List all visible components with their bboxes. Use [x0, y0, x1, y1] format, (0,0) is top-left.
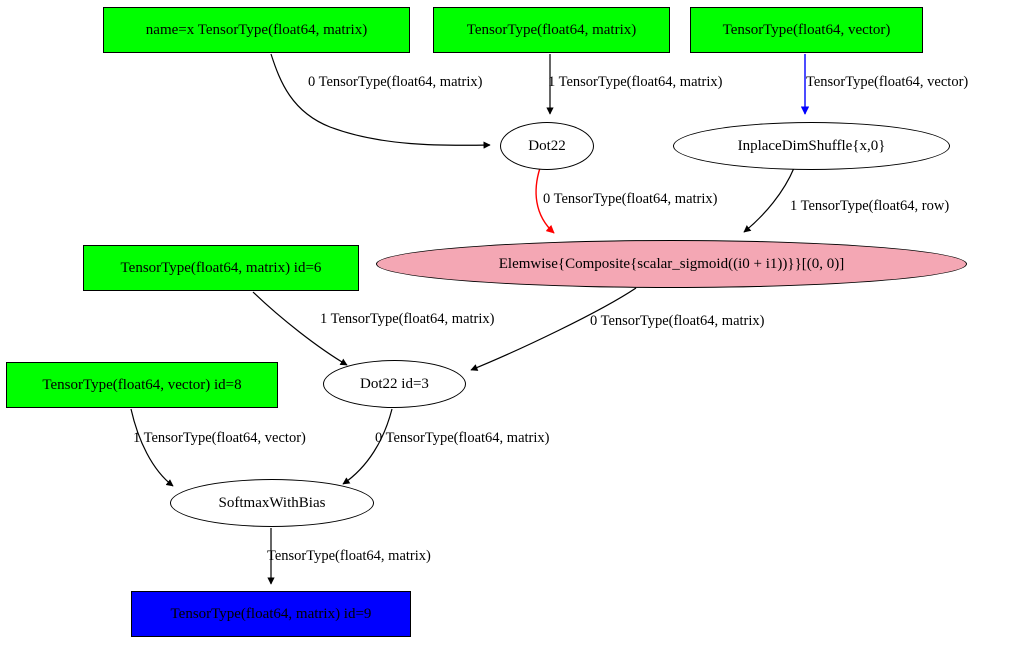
- edge-dot22b-to-softmax: [342, 408, 393, 485]
- edge-label-b2-to-softmax: 1 TensorType(float64, vector): [133, 430, 306, 446]
- node-label: Dot22 id=3: [360, 375, 429, 392]
- node-label: Dot22: [528, 137, 566, 154]
- edge-label-elemwise-to-dot22b: 0 TensorType(float64, matrix): [590, 313, 765, 329]
- node-input-weights-1[interactable]: TensorType(float64, matrix): [433, 7, 670, 53]
- node-inplace-dimshuffle[interactable]: InplaceDimShuffle{x,0}: [673, 122, 950, 170]
- edge-label-dot22-to-elemwise: 0 TensorType(float64, matrix): [543, 191, 718, 207]
- edge-x-to-dot22: [270, 53, 491, 149]
- node-input-bias-1[interactable]: TensorType(float64, vector): [690, 7, 923, 53]
- node-label: TensorType(float64, vector) id=8: [42, 376, 242, 393]
- node-label: Elemwise{Composite{scalar_sigmoid((i0 + …: [498, 255, 845, 272]
- edge-label-softmax-to-output: TensorType(float64, matrix): [267, 548, 431, 564]
- node-label: TensorType(float64, matrix) id=6: [120, 259, 322, 276]
- node-softmax-with-bias[interactable]: SoftmaxWithBias: [170, 479, 374, 527]
- edge-w2-to-dot22b: [252, 291, 348, 366]
- node-dot22-first[interactable]: Dot22: [500, 122, 594, 170]
- edge-label-w2-to-dot22b: 1 TensorType(float64, matrix): [320, 311, 495, 327]
- node-label: TensorType(float64, matrix): [466, 21, 637, 38]
- edge-label-dot22b-to-softmax: 0 TensorType(float64, matrix): [375, 430, 550, 446]
- node-dot22-second[interactable]: Dot22 id=3: [323, 360, 466, 408]
- edge-dot22-to-elemwise: [535, 167, 555, 234]
- node-input-bias-2[interactable]: TensorType(float64, vector) id=8: [6, 362, 278, 408]
- node-label: TensorType(float64, vector): [722, 21, 891, 38]
- edge-label-w1-to-dot22: 1 TensorType(float64, matrix): [548, 74, 723, 90]
- node-label: name=x TensorType(float64, matrix): [145, 21, 368, 38]
- node-input-x[interactable]: name=x TensorType(float64, matrix): [103, 7, 410, 53]
- node-label: SoftmaxWithBias: [218, 494, 326, 511]
- node-elemwise-composite-sigmoid[interactable]: Elemwise{Composite{scalar_sigmoid((i0 + …: [376, 240, 967, 288]
- node-input-weights-2[interactable]: TensorType(float64, matrix) id=6: [83, 245, 359, 291]
- edge-label-dimshuffle-to-elemwise: 1 TensorType(float64, row): [790, 198, 950, 214]
- edge-dimshuffle-to-elemwise: [743, 167, 795, 233]
- node-output[interactable]: TensorType(float64, matrix) id=9: [131, 591, 411, 637]
- node-label: InplaceDimShuffle{x,0}: [737, 137, 886, 154]
- edge-elemwise-to-dot22b: [470, 287, 637, 371]
- edge-label-b1-to-dimshuffle: TensorType(float64, vector): [806, 74, 969, 90]
- edge-b2-to-softmax: [130, 408, 174, 487]
- node-label: TensorType(float64, matrix) id=9: [170, 605, 372, 622]
- edge-label-x-to-dot22: 0 TensorType(float64, matrix): [308, 74, 483, 90]
